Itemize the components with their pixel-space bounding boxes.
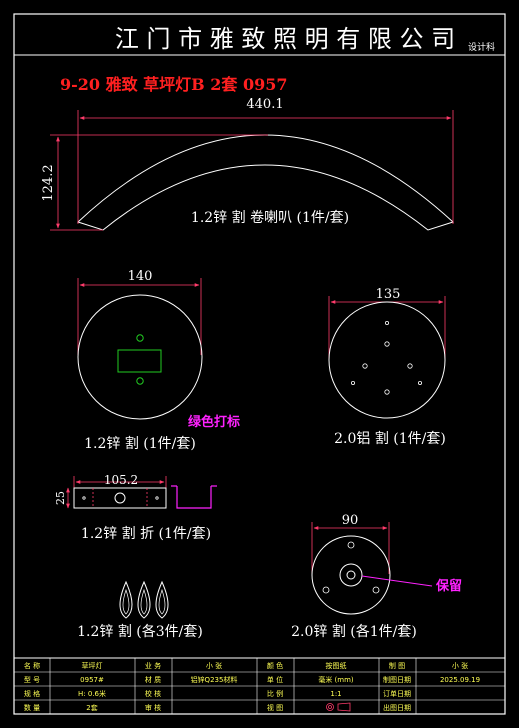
tb-r1-c2: 草坪灯	[82, 661, 103, 670]
disc90-outline	[311, 535, 391, 615]
tb-r3-c5: 比 例	[267, 689, 283, 698]
drawing-frame	[13, 13, 506, 715]
projection-circle-outer	[326, 703, 334, 711]
disc90-note: 保留	[435, 578, 462, 594]
design-tag: 设计科	[468, 41, 495, 53]
tb-r3-c7: 订单日期	[383, 689, 411, 698]
petal-3	[155, 580, 169, 619]
tb-r4-c3: 审 核	[145, 703, 161, 712]
bracket-part: 105.2 25 1.2锌 割 折 (1件/套)	[54, 473, 217, 542]
disc140-hole-top	[136, 334, 144, 342]
arc-height-label: 124.2	[41, 164, 56, 201]
disc135-hole-c	[362, 363, 368, 369]
disc90-leader	[361, 575, 433, 587]
disc140-dim-label: 140	[128, 269, 153, 284]
tb-r1-c8: 小 张	[452, 661, 468, 670]
bracket-pin-left	[82, 496, 86, 500]
tb-r1-c1: 名 称	[24, 661, 40, 670]
petal-2-inner	[140, 588, 148, 615]
tb-r1-c5: 颜 色	[267, 661, 283, 670]
tb-r2-c4: 铝锌Q235材料	[191, 675, 238, 684]
disc135-hole-e	[350, 380, 355, 385]
tb-r3-c6: 1:1	[330, 690, 341, 698]
order-note: 9-20 雅致 草坪灯B 2套 0957	[60, 75, 288, 94]
disc135-hole-a	[384, 320, 389, 325]
petal-2	[137, 580, 151, 619]
tb-r4-c2: 2套	[86, 703, 97, 712]
projection-cone	[337, 702, 351, 712]
arc-part: 440.1 124.2 1.2锌 割 卷喇叭 (1件/套)	[41, 97, 454, 231]
disc135-dim-label: 135	[376, 287, 401, 302]
arc-caption: 1.2锌 割 卷喇叭 (1件/套)	[191, 209, 349, 226]
tb-r4-c7: 出图日期	[383, 703, 411, 712]
disc90-hole-right	[372, 586, 380, 594]
bracket-width-label: 105.2	[104, 473, 138, 487]
disc90-hole-left	[322, 586, 330, 594]
disc135-caption: 2.0铝 割 (1件/套)	[334, 430, 446, 447]
disc90-caption: 2.0锌 割 (各1件/套)	[291, 623, 417, 640]
tb-r4-c1: 数 量	[24, 703, 40, 712]
bracket-outline	[73, 487, 167, 509]
bracket-caption: 1.2锌 割 折 (1件/套)	[81, 525, 211, 542]
disc135-hole-b	[384, 341, 390, 347]
projection-symbol	[326, 702, 351, 712]
tb-r2-c2: 0957#	[80, 676, 104, 684]
disc140-green-mark	[117, 349, 162, 373]
tb-r3-c1: 规 格	[24, 689, 40, 698]
tb-r2-c5: 单 位	[267, 675, 283, 684]
tb-r1-c3: 业 务	[145, 661, 161, 670]
tb-r4-c5: 视 图	[267, 703, 283, 712]
bracket-bend-profile	[176, 486, 212, 509]
tb-r1-c6: 按图纸	[326, 661, 347, 670]
disc-135-part: 135 2.0铝 割 (1件/套)	[328, 287, 446, 447]
disc135-outline	[328, 301, 446, 419]
petal-1	[119, 580, 133, 619]
title-block: 名 称 草坪灯 业 务 小 张 颜 色 按图纸 制 图 小 张 型 号 0957…	[13, 657, 506, 715]
arc-width-label: 440.1	[246, 97, 283, 112]
petal-1-inner	[122, 588, 130, 615]
disc90-center	[346, 570, 356, 580]
petals-caption: 1.2锌 割 (各3件/套)	[77, 623, 203, 640]
disc90-dim-label: 90	[342, 513, 359, 528]
tb-r2-c7: 制图日期	[383, 675, 411, 684]
bracket-hole	[114, 492, 126, 504]
petal-3-inner	[158, 588, 166, 615]
disc90-ring	[339, 563, 363, 587]
disc-140-part: 140 绿色打标 1.2锌 割 (1件/套)	[77, 269, 240, 452]
disc140-outline	[77, 294, 203, 420]
disc-90-part: 90 保留 2.0锌 割 (各1件/套)	[291, 513, 462, 640]
disc135-hole-f	[384, 389, 390, 395]
disc90-hole-top	[347, 541, 355, 549]
disc135-hole-d	[407, 363, 413, 369]
tb-r2-c3: 材 质	[145, 675, 161, 684]
tb-r2-c6: 毫米 (mm)	[318, 675, 354, 684]
tb-r2-c1: 型 号	[24, 675, 40, 684]
bracket-height-label: 25	[54, 491, 67, 505]
petals-part: 1.2锌 割 (各3件/套)	[77, 580, 203, 640]
projection-circle-inner	[328, 705, 332, 709]
tb-r3-c3: 校 核	[145, 689, 161, 698]
company-name: 江 门 市 雅 致 照 明 有 限 公 司	[115, 25, 455, 53]
bracket-pin-right	[155, 496, 159, 500]
disc140-hole-bottom	[136, 377, 144, 385]
disc140-note: 绿色打标	[188, 414, 240, 430]
tb-r2-c8: 2025.09.19	[440, 676, 480, 684]
tb-r1-c7: 制 图	[389, 661, 405, 670]
disc135-hole-g	[417, 380, 422, 385]
tb-r1-c4: 小 张	[206, 661, 222, 670]
tb-r3-c2: H: 0.6米	[78, 689, 106, 698]
disc140-caption: 1.2锌 割 (1件/套)	[84, 435, 196, 452]
